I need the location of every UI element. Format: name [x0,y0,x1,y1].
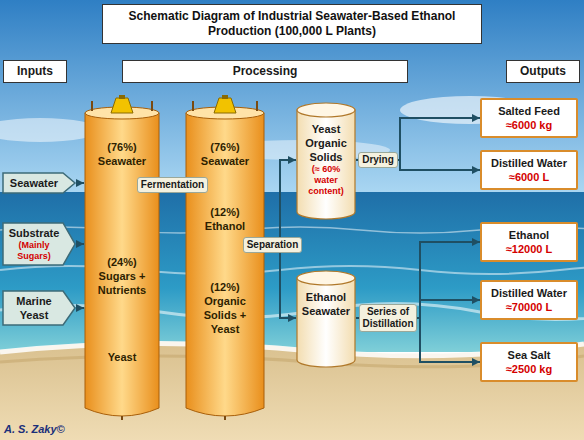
node-text: Outputs [511,64,575,79]
output-box: Sea Salt≈2500 kg [480,342,578,382]
arrow-shape [3,291,75,325]
node-text: (76%) Seawater [191,140,259,168]
cylinder-body [297,110,355,219]
node-text: (76%) Seawater [90,140,154,168]
cyl-outline [296,268,356,368]
output-box: Salted Feed≈6000 kg [480,98,578,138]
node-text: Processing [127,64,403,79]
node-text: Sea Salt [486,348,572,362]
cylinder-top [297,103,355,117]
fermenter-tank: (76%) Seawater (12%) Ethanol (12%) Organic… [185,95,265,420]
connector [265,245,296,318]
node-text: ≈70000 L [486,300,572,314]
node-text: Inputs [8,64,62,79]
storage-cylinder: Yeast Organic Solids(≈ 60% water content… [296,100,356,220]
node-text: Ethanol [486,228,572,242]
input-arrow: Marine Yeast [2,290,76,326]
node-text: (12%) Ethanol [191,205,259,233]
cylinder-top [297,271,355,285]
tank-leg [224,416,226,420]
fermenter-tank: (76%) Seawater (24%) Sugars + NutrientsYe… [84,95,160,420]
cylinder-body [297,278,355,367]
edge-label: Separation [243,237,303,253]
input-arrow: Substrate(Mainly Sugars) [2,222,76,266]
node-text: ≈6000 kg [486,118,572,132]
connector [265,160,296,245]
title-box: Schematic Diagram of Industrial Seawater… [102,4,482,44]
column-header: Processing [122,60,408,83]
node-text: Distilled Water [486,286,572,300]
tank-leg [121,416,123,420]
agitator-motor [214,98,236,113]
edge-label: Series of Distillation [359,304,417,332]
connector [76,243,84,245]
node-text: Yeast [90,350,154,364]
outlet-pipe [256,101,258,111]
node-text: (12%) Organic Solids + Yeast [191,280,259,336]
inlet-pipe [192,101,194,111]
edge-label: Fermentation [137,177,208,193]
node-text: Seawater [6,176,62,190]
output-box: Ethanol≈12000 L [480,222,578,262]
node-text: ≈12000 L [486,242,572,256]
node-text: Yeast Organic Solids [299,122,353,164]
motor-cap [222,95,228,99]
inlet-pipe [91,101,93,111]
node-text: ≈2500 kg [486,362,572,376]
node-text: Ethanol Seawater [299,290,353,318]
outlet-pipe [151,101,153,111]
output-box: Distilled Water≈6000 L [480,150,578,190]
tank-body [186,113,264,416]
node-text: Substrate [6,226,62,240]
agitator-motor [111,98,133,113]
column-header: Inputs [3,60,67,83]
node-text: Distilled Water [486,156,572,170]
node-text: Salted Feed [486,104,572,118]
motor-cap [119,95,125,99]
edge-label: Drying [358,152,398,168]
arrow-shape [3,223,75,265]
connector [76,307,84,309]
storage-cylinder: Ethanol Seawater [296,268,356,368]
node-text: (24%) Sugars + Nutrients [90,255,154,297]
node-text: (≈ 60% water content) [299,164,353,197]
input-arrow: Seawater [2,172,76,194]
author-credit: A. S. Zaky© [4,423,65,436]
connector [76,182,84,184]
arrow-shape [3,173,75,193]
column-header: Outputs [506,60,580,83]
node-text: (Mainly Sugars) [6,240,62,262]
output-box: Distilled Water≈70000 L [480,280,578,320]
node-text: ≈6000 L [486,170,572,184]
node-text: Marine Yeast [6,294,62,322]
tank-body [85,113,159,416]
